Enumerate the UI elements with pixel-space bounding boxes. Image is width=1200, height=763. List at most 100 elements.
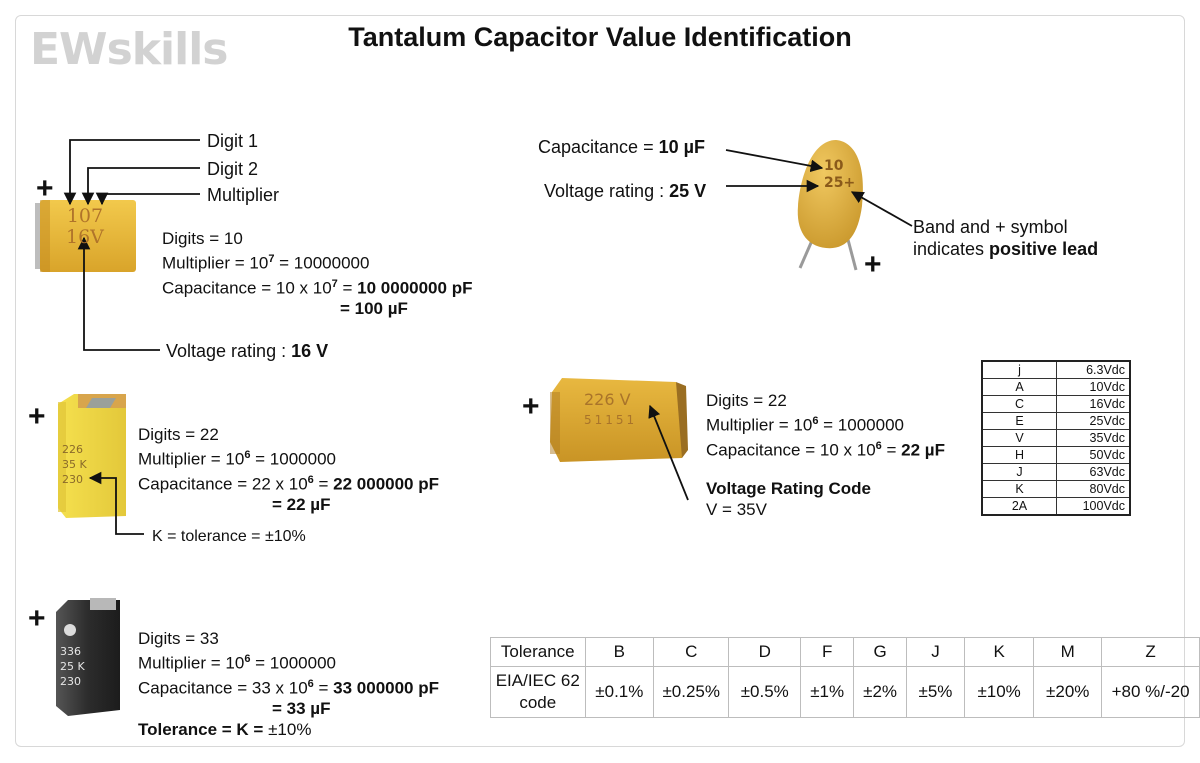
label-multiplier: Multiplier — [207, 185, 280, 205]
capacitor-4-marking: 226 V 51151 — [584, 390, 637, 430]
tolerance-code-cell: F — [800, 637, 855, 667]
capacitance-uf-text: = 100 µF — [340, 299, 408, 319]
voltage-value-cell: 35Vdc — [1056, 429, 1131, 447]
capacitor-4-chip — [550, 378, 688, 462]
tolerance-code-cell: K — [963, 637, 1035, 667]
dipped-capacitor-marking: 10 25+ — [824, 158, 855, 192]
tolerance-value-cell: ±2% — [853, 666, 908, 718]
label-digit-1: Digit 1 — [207, 131, 259, 151]
ewskills-logo: EWskills — [30, 24, 228, 75]
digits-text: Digits = 33 — [138, 629, 219, 648]
marking-line: 107 — [66, 205, 104, 227]
voltage-code-cell: H — [981, 446, 1057, 464]
capacitor-1-marking: 107 16V — [66, 206, 104, 248]
capacitance-text: Capacitance = 33 x 106 = 33 000000 pF — [138, 677, 440, 698]
tolerance-code-cell: C — [653, 637, 730, 667]
tolerance-code-cell: D — [728, 637, 802, 667]
voltage-code-cell: V — [981, 429, 1057, 447]
positive-marker: + — [864, 248, 882, 281]
positive-marker: + — [36, 172, 54, 205]
voltage-code-cell: J — [981, 463, 1057, 481]
capacitance-uf-text: = 22 µF — [272, 495, 331, 515]
voltage-value-cell: 50Vdc — [1056, 446, 1131, 464]
tolerance-text: Tolerance = K = ±10% — [138, 720, 312, 740]
tolerance-header-label: Tolerance — [490, 637, 586, 667]
voltage-code-cell: 2A — [981, 497, 1057, 516]
tolerance-code-cell: Z — [1101, 637, 1200, 667]
voltage-code-note: Voltage Rating Code V = 35V — [706, 478, 871, 520]
tolerance-code-cell: J — [906, 637, 965, 667]
marking-line: 25 K — [60, 660, 85, 673]
multiplier-text: Multiplier = 107 = 10000000 — [162, 253, 370, 273]
capacitance-uf-text: = 33 µF — [272, 699, 331, 719]
band-note-text: Band and + symbol indicates positive lea… — [913, 216, 1098, 260]
marking-line: 35 K — [62, 458, 87, 471]
marking-line: 16V — [66, 226, 104, 248]
tolerance-value-cell: ±0.5% — [728, 666, 802, 718]
voltage-code-cell: K — [981, 480, 1057, 498]
voltage-code-cell: j — [981, 360, 1057, 379]
multiplier-text: Multiplier = 106 = 1000000 — [138, 449, 336, 469]
marking-line: 10 — [824, 158, 844, 174]
voltage-code-value: V = 35V — [706, 500, 767, 519]
voltage-value-cell: 63Vdc — [1056, 463, 1131, 481]
capacitance-text: Capacitance = 10 x 107 = 10 0000000 pF — [162, 277, 473, 298]
voltage-value-cell: 100Vdc — [1056, 497, 1131, 516]
marking-line: 336 — [60, 645, 81, 658]
dipped-voltage-text: Voltage rating : 25 V — [544, 181, 707, 201]
tolerance-value-cell: ±0.1% — [584, 666, 655, 718]
capacitor-1-description: Digits = 10 Multiplier = 107 = 10000000 … — [162, 228, 472, 319]
multiplier-text: Multiplier = 106 = 1000000 — [706, 415, 904, 435]
voltage-value-cell: 10Vdc — [1056, 378, 1131, 396]
tolerance-code-cell: B — [584, 637, 655, 667]
marking-line: 25+ — [824, 175, 856, 191]
tolerance-value-cell: ±5% — [906, 666, 965, 718]
voltage-value-cell: 25Vdc — [1056, 412, 1131, 430]
positive-marker: + — [28, 400, 46, 433]
positive-marker: + — [522, 390, 540, 423]
label-digit-2: Digit 2 — [207, 159, 259, 179]
band-note-line: Band and + symbol — [913, 217, 1068, 237]
marking-line: 230 — [60, 675, 81, 688]
capacitor-4-description: Digits = 22 Multiplier = 106 = 1000000 C… — [706, 390, 945, 460]
tolerance-value-cell: ±20% — [1033, 666, 1103, 718]
voltage-value-cell: 16Vdc — [1056, 395, 1131, 413]
positive-marker: + — [28, 602, 46, 635]
capacitance-text: Capacitance = 22 x 106 = 22 000000 pF — [138, 473, 440, 494]
band-note-line: indicates positive lead — [913, 239, 1099, 259]
arrows — [63, 139, 913, 535]
capacitor-3-chip — [56, 598, 120, 716]
tolerance-code-cell: G — [853, 637, 908, 667]
capacitance-text: Capacitance = 10 x 106 = 22 µF — [706, 439, 945, 460]
voltage-value-cell: 80Vdc — [1056, 480, 1131, 498]
capacitor-2-marking: 226 35 K 230 — [62, 442, 87, 487]
voltage-rating-text: Voltage rating : 16 V — [166, 341, 329, 361]
voltage-value-cell: 6.3Vdc — [1056, 360, 1131, 379]
tolerance-value-cell: ±0.25% — [653, 666, 730, 718]
tolerance-row-label: EIA/IEC 62 code — [490, 666, 586, 718]
marking-line: 226 V — [584, 390, 631, 409]
digits-text: Digits = 22 — [138, 425, 219, 444]
capacitor-2-description: Digits = 22 Multiplier = 106 = 1000000 C… — [138, 424, 439, 515]
capacitor-3-marking: 336 25 K 230 — [60, 644, 85, 689]
tolerance-value-cell: +80 %/-20 — [1101, 666, 1200, 718]
capacitor-3-description: Digits = 33 Multiplier = 106 = 1000000 C… — [138, 628, 439, 740]
digits-text: Digits = 10 — [162, 229, 243, 248]
marking-line: 51151 — [584, 413, 638, 427]
dipped-capacitance-text: Capacitance = 10 µF — [538, 137, 705, 157]
voltage-code-cell: E — [981, 412, 1057, 430]
marking-line: 226 — [62, 443, 83, 456]
voltage-code-cell: A — [981, 378, 1057, 396]
voltage-code-title: Voltage Rating Code — [706, 479, 871, 498]
digits-text: Digits = 22 — [706, 391, 787, 410]
